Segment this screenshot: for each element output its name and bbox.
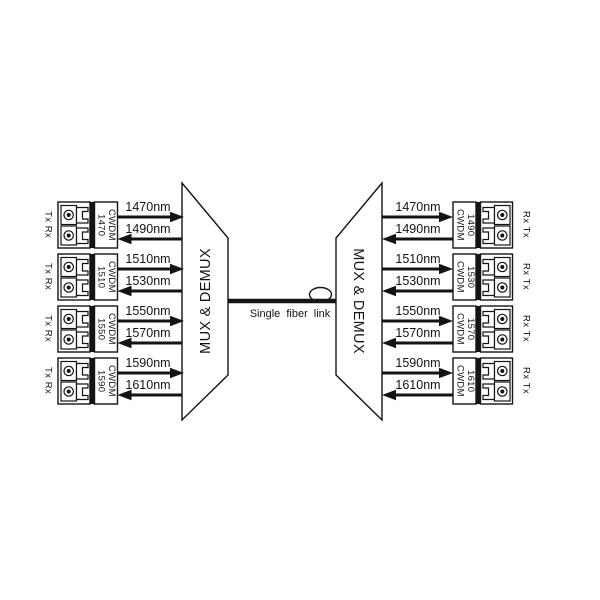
module-wavelength: 1550 [95, 317, 107, 341]
module-wavelength: 1570 [465, 317, 477, 341]
wavelength-label: 1470nm [395, 200, 441, 214]
module-name: CWDM [454, 313, 466, 345]
module-label: 1550 CWDM [94, 306, 118, 352]
module-name: CWDM [106, 209, 118, 241]
wavelength-label: 1550nm [395, 304, 441, 318]
wavelength-label: 1550nm [125, 304, 171, 318]
wavelength-label: 1490nm [395, 222, 441, 236]
module-name: CWDM [106, 261, 118, 293]
wavelength-label: 1610nm [395, 378, 441, 392]
wavelength-label: 1490nm [125, 222, 171, 236]
wavelength-label: 1610nm [125, 378, 171, 392]
module-label: 1510 CWDM [94, 254, 118, 300]
wavelength-label: 1590nm [395, 356, 441, 370]
right-mux-demux-shape [335, 181, 383, 422]
module-wavelength: 1530 [465, 265, 477, 289]
port-label: Rx Tx [520, 211, 532, 239]
module-label: CWDM 1530 [453, 254, 477, 300]
wavelength-label: 1510nm [395, 252, 441, 266]
wavelength-label: 1530nm [125, 274, 171, 288]
module-wavelength: 1490 [465, 213, 477, 237]
module-wavelength: 1610 [465, 369, 477, 393]
module-label: CWDM 1490 [453, 202, 477, 248]
port-label: Rx Tx [520, 263, 532, 291]
module-name: CWDM [106, 365, 118, 397]
module-name: CWDM [454, 209, 466, 241]
module-label: 1470 CWDM [94, 202, 118, 248]
module-label: CWDM 1570 [453, 306, 477, 352]
wavelength-label: 1530nm [395, 274, 441, 288]
wavelength-label: 1570nm [395, 326, 441, 340]
module-label: CWDM 1610 [453, 358, 477, 404]
module-name: CWDM [106, 313, 118, 345]
wavelength-label: 1570nm [125, 326, 171, 340]
port-label: Tx Rx [42, 315, 54, 343]
left-mux-demux-shape [181, 181, 229, 422]
wavelength-label: 1510nm [125, 252, 171, 266]
port-label: Rx Tx [520, 367, 532, 395]
module-wavelength: 1510 [95, 265, 107, 289]
left-mux-demux-label: MUX & DEMUX [198, 248, 214, 354]
port-label: Tx Rx [42, 211, 54, 239]
port-label: Tx Rx [42, 263, 54, 291]
port-label: Tx Rx [42, 367, 54, 395]
module-label: 1590 CWDM [94, 358, 118, 404]
wavelength-label: 1470nm [125, 200, 171, 214]
wavelength-label: 1590nm [125, 356, 171, 370]
right-mux-demux-label: MUX & DEMUX [350, 248, 366, 354]
module-name: CWDM [454, 261, 466, 293]
module-wavelength: 1590 [95, 369, 107, 393]
port-label: Rx Tx [520, 315, 532, 343]
module-name: CWDM [454, 365, 466, 397]
fiber-link-label: Single fiber link [249, 308, 331, 320]
module-wavelength: 1470 [95, 213, 107, 237]
